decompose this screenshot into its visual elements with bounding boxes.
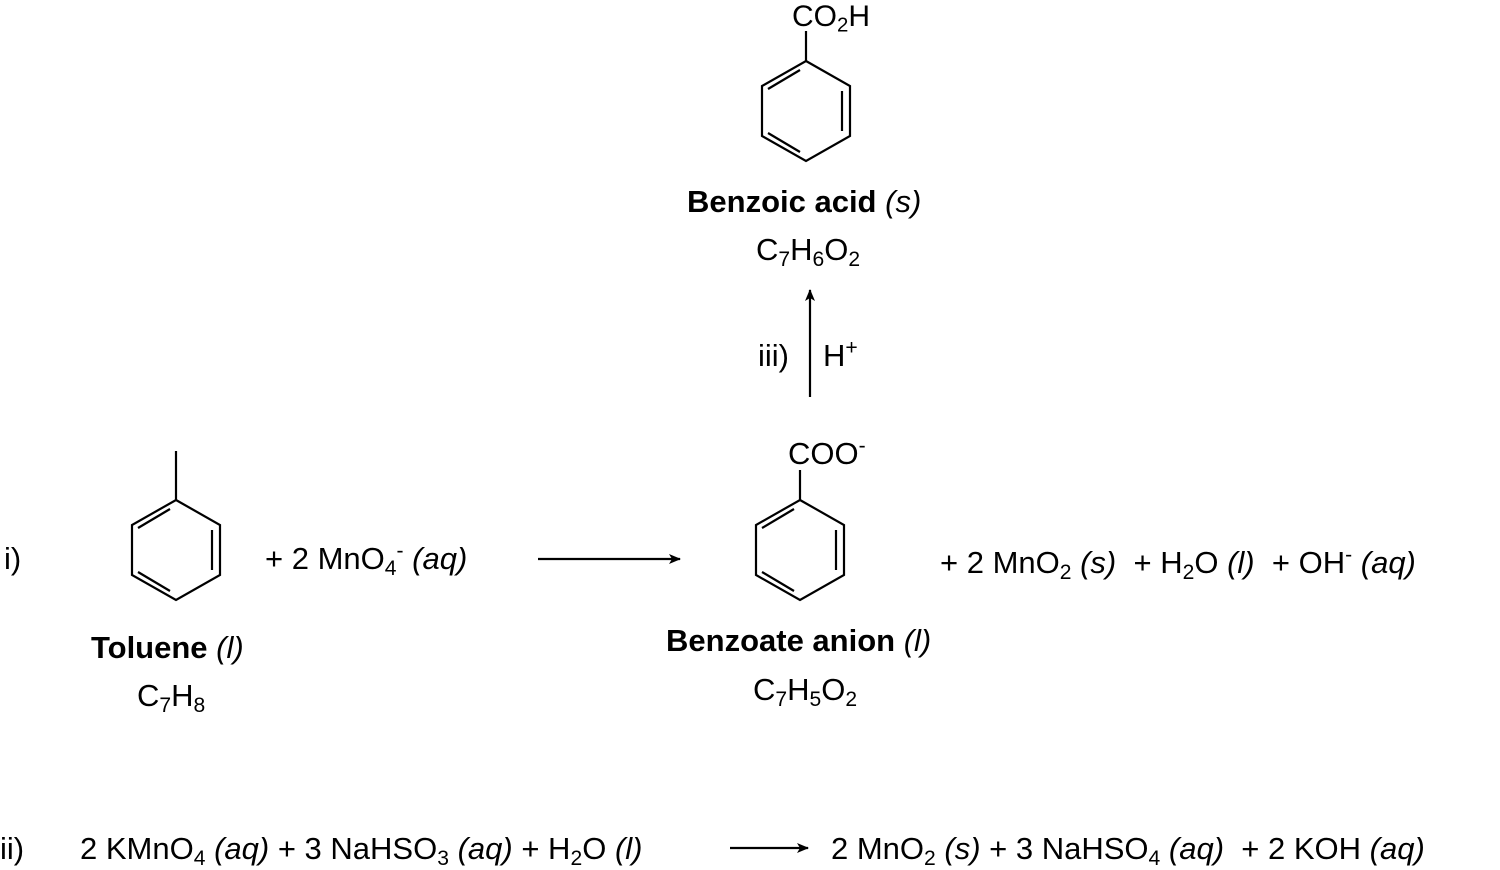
step-i-label: i) xyxy=(4,541,22,576)
permanganate-reactant: + 2 MnO4- (aq) xyxy=(265,539,468,580)
benzoic-acid-formula: C7H6O2 xyxy=(756,232,861,271)
toluene-formula: C7H8 xyxy=(137,678,206,717)
benzoic-acid-name: Benzoic acid (s) xyxy=(687,184,922,219)
toluene-structure xyxy=(130,451,222,602)
benzoate-name: Benzoate anion (l) xyxy=(666,623,932,658)
step-ii-label: ii) xyxy=(0,831,25,866)
benzoate-structure xyxy=(754,470,846,602)
benzoic-acid-substituent: CO2H xyxy=(792,0,871,37)
step-ii-reactants: 2 KMnO4 (aq) + 3 NaHSO3 (aq) + H2O (l) xyxy=(80,831,643,870)
benzoate-substituent: COO- xyxy=(788,434,866,471)
benzoic-acid-structure xyxy=(760,31,852,163)
toluene-name: Toluene (l) xyxy=(91,630,244,665)
step-ii-products: 2 MnO2 (s) + 3 NaHSO4 (aq) + 2 KOH (aq) xyxy=(831,831,1425,870)
step-i-products: + 2 MnO2 (s) + H2O (l) + OH- (aq) xyxy=(940,543,1416,584)
benzoate-formula: C7H5O2 xyxy=(753,672,858,711)
step-iii-label: iii) xyxy=(758,338,789,373)
step-iii-reagent: H+ xyxy=(823,336,858,373)
